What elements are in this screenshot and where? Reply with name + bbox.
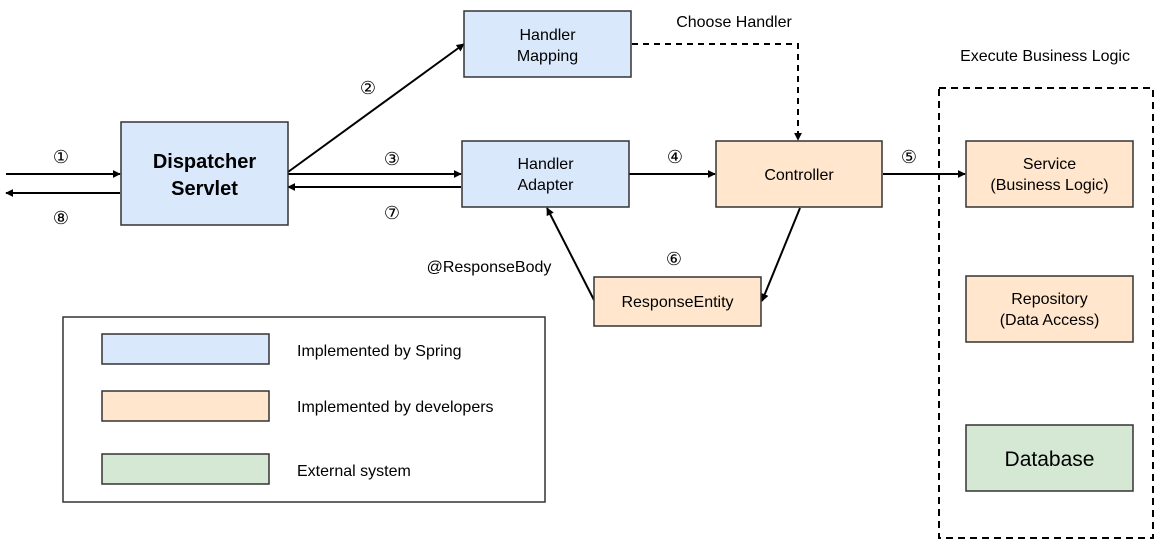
service-line1: Service <box>1023 156 1076 173</box>
step-8-label: ⑧ <box>53 208 69 229</box>
handler-mapping-node: Handler Mapping <box>463 10 632 78</box>
choose-handler-label: Choose Handler <box>676 14 792 31</box>
response-entity-label: ResponseEntity <box>621 294 733 311</box>
handler-adapter-line2: Adapter <box>517 177 574 194</box>
handler-mapping-line1: Handler <box>519 27 576 44</box>
database-node: Database <box>965 424 1134 492</box>
database-label: Database <box>1005 448 1095 471</box>
repository-node: Repository (Data Access) <box>965 275 1134 343</box>
response-body-label: @ResponseBody <box>427 259 552 276</box>
step-3-label: ③ <box>384 149 400 170</box>
step-2-label: ② <box>360 78 376 99</box>
controller-node: Controller <box>715 140 883 208</box>
step-7-label: ⑦ <box>384 203 400 224</box>
response-entity-node: ResponseEntity <box>593 276 762 327</box>
repository-line1: Repository <box>1011 291 1087 308</box>
legend: Implemented by Spring Implemented by dev… <box>62 316 546 503</box>
legend-swatch-spring <box>101 333 270 365</box>
edge-dispatcher-to-mapping <box>287 43 465 173</box>
dispatcher-servlet-line1: Dispatcher <box>153 151 257 173</box>
step-5-label: ⑤ <box>901 147 917 168</box>
handler-adapter-line1: Handler <box>517 156 574 173</box>
step-6-label: ⑥ <box>666 249 682 270</box>
dispatcher-servlet-line2: Servlet <box>171 178 238 200</box>
repository-line2: (Data Access) <box>1000 312 1100 329</box>
controller-label: Controller <box>764 167 834 184</box>
handler-adapter-node: Handler Adapter <box>461 140 630 208</box>
service-node: Service (Business Logic) <box>965 140 1134 208</box>
legend-swatch-developers <box>101 390 270 422</box>
edge-response-entity-to-adapter <box>546 207 595 301</box>
execute-business-logic-label: Execute Business Logic <box>960 48 1130 65</box>
step-4-label: ④ <box>667 147 683 168</box>
business-logic-container <box>938 87 1154 539</box>
legend-label-spring: Implemented by Spring <box>297 343 462 360</box>
handler-mapping-line2: Mapping <box>517 48 578 65</box>
dispatcher-servlet-node: Dispatcher Servlet <box>120 121 289 226</box>
step-1-label: ① <box>53 147 69 168</box>
edge-mapping-to-controller <box>632 43 802 141</box>
legend-swatch-external <box>101 453 270 485</box>
legend-label-developers: Implemented by developers <box>297 399 494 416</box>
legend-label-external: External system <box>297 463 411 480</box>
edge-controller-to-response-entity <box>761 207 801 302</box>
service-line2: (Business Logic) <box>990 177 1108 194</box>
